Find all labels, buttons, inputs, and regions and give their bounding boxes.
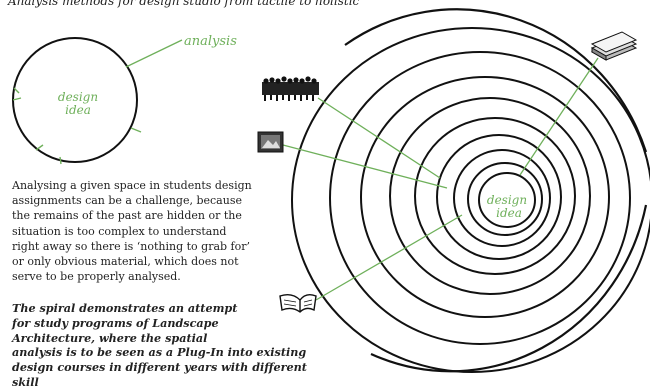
spiral-label-design: design — [487, 193, 527, 207]
analysis-pointer-line — [126, 40, 182, 67]
small-circle-label-idea: idea — [65, 103, 91, 117]
description-line: serve to be properly analysed. — [12, 269, 312, 284]
lead-line: analysis is to be seen as a Plug-In into… — [12, 345, 318, 360]
lead-paragraph: The spiral demonstrates an attempt for s… — [12, 301, 318, 390]
tick-mark — [13, 98, 21, 100]
description-paragraph: Analysing a given space in students desi… — [12, 178, 312, 284]
spiral-label-idea: idea — [496, 206, 522, 220]
small-circle-label-design: design — [58, 90, 98, 104]
description-line: assignments can be a challenge, because — [12, 193, 312, 208]
description-line: the remains of the past are hidden or th… — [12, 208, 312, 223]
spiral — [292, 9, 650, 372]
people-crowd-icon — [262, 76, 319, 101]
description-line: Analysing a given space in students desi… — [12, 178, 312, 193]
tick-mark — [60, 157, 61, 164]
spiral-ring — [292, 28, 650, 372]
description-line: situation is too complex to understand — [12, 224, 312, 239]
stacked-papers-icon — [592, 32, 636, 60]
connector-line — [316, 215, 462, 300]
lead-line: The spiral demonstrates an attempt — [12, 301, 318, 316]
tick-mark — [131, 128, 141, 132]
spiral-ring — [361, 77, 609, 317]
connector-line — [520, 58, 598, 175]
tick-mark — [14, 88, 19, 93]
diagram-canvas: Analysis methods for design studio from … — [0, 0, 650, 374]
photo-icon — [258, 132, 283, 152]
lead-line: for study programs of Landscape — [12, 316, 318, 331]
analysis-label: analysis — [184, 34, 237, 49]
connector-line — [318, 98, 440, 178]
description-line: or only obvious material, which does not — [12, 254, 312, 269]
lead-line: design courses in different years with d… — [12, 360, 318, 390]
lead-line: Architecture, where the spatial — [12, 331, 318, 346]
description-line: right away so there is ‘nothing to grab … — [12, 239, 312, 254]
tick-mark — [36, 145, 43, 150]
